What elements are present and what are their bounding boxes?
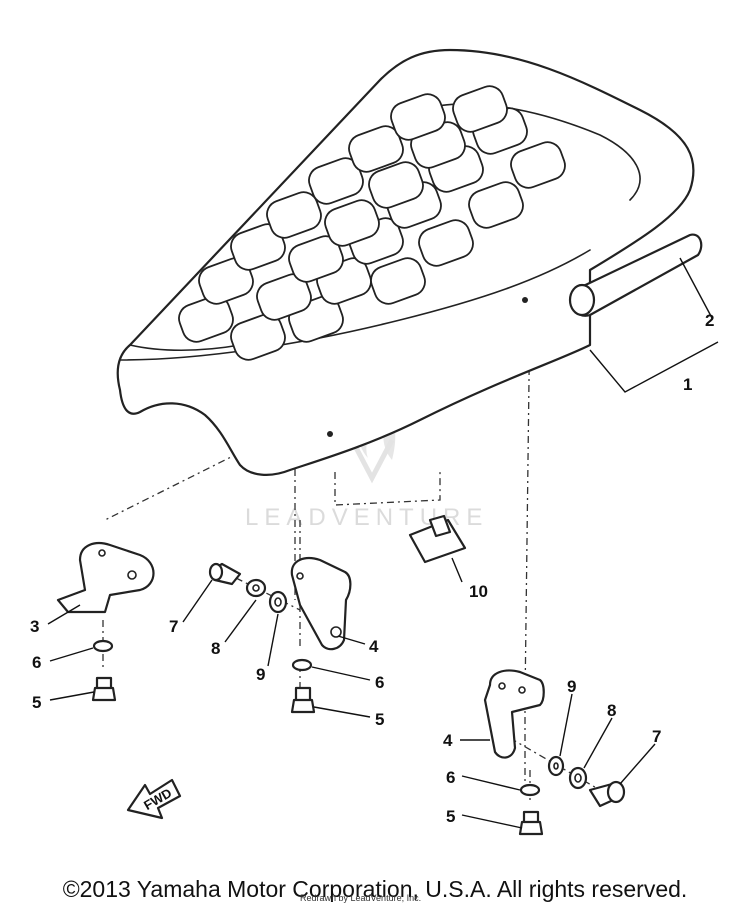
callout-7-middle: 7 <box>169 617 178 636</box>
callout-5-middle: 5 <box>375 710 384 729</box>
seat-assembly <box>116 48 703 476</box>
forward-direction-arrow: FWD <box>126 778 182 820</box>
hardware-middle <box>208 562 316 714</box>
callout-8-right: 8 <box>607 701 616 720</box>
callout-4-middle: 4 <box>369 637 379 656</box>
callout-1: 1 <box>683 375 692 394</box>
callout-6-middle: 6 <box>375 673 384 692</box>
callout-5-right: 5 <box>446 807 455 826</box>
nut-plate <box>408 514 467 564</box>
bracket-middle <box>290 557 352 651</box>
callout-2: 2 <box>705 311 714 330</box>
callout-7-right: 7 <box>652 727 661 746</box>
callout-6-left: 6 <box>32 653 41 672</box>
bracket-right <box>483 669 545 759</box>
callout-6-right: 6 <box>446 768 455 787</box>
leader-lines <box>47 257 719 829</box>
hardware-right <box>518 755 626 836</box>
callout-4-right: 4 <box>443 731 453 750</box>
callout-9-right: 9 <box>567 677 576 696</box>
seat-cushion-pattern <box>178 85 566 361</box>
callout-9-middle: 9 <box>256 665 265 684</box>
callout-10: 10 <box>469 582 488 601</box>
copyright-notice: ©2013 Yamaha Motor Corporation, U.S.A. A… <box>62 876 688 902</box>
callout-3: 3 <box>30 617 39 636</box>
hardware-left <box>91 639 117 702</box>
bracket-left <box>56 542 155 614</box>
callout-8-middle: 8 <box>211 639 220 658</box>
callout-5-left: 5 <box>32 693 41 712</box>
redrawn-credit: Redrawn by LeadVenture, Inc. <box>300 893 422 903</box>
callout-numbers: 1 2 3 4 4 5 5 5 6 6 6 7 7 8 8 9 9 10 <box>30 311 714 826</box>
